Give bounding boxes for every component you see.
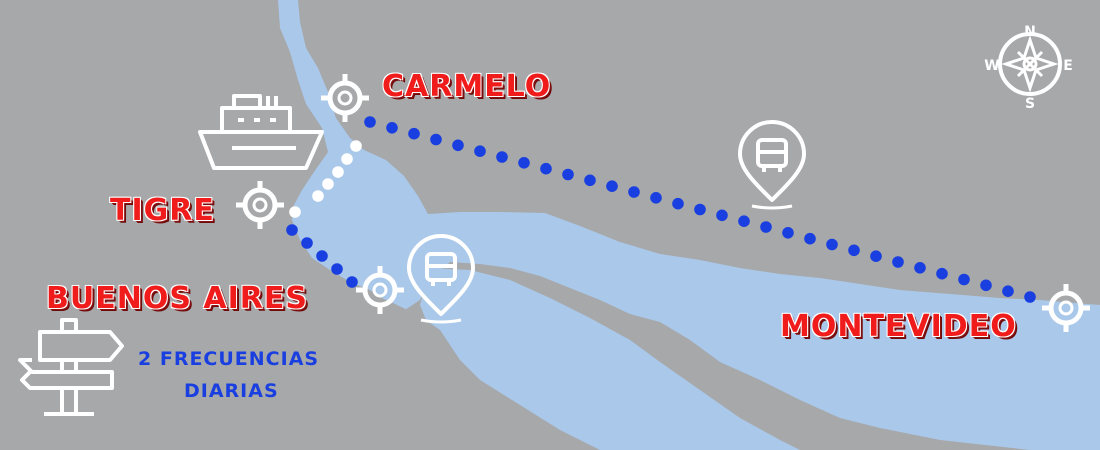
compass-rose-icon — [998, 32, 1062, 96]
bus-route-dot — [1002, 285, 1014, 298]
land-south-coast — [0, 250, 560, 450]
bus-route-dot — [738, 215, 750, 227]
river-water — [278, 0, 1100, 450]
location-target-icon — [321, 74, 369, 122]
bus-location-icon — [407, 234, 475, 324]
ferry-route-dot — [332, 166, 344, 178]
bus-route-dot — [826, 238, 838, 251]
frequency-line-2: DIARIAS — [184, 380, 279, 402]
bus-route-dot — [286, 224, 298, 236]
bus-route-tigre-buenos-aires — [286, 224, 358, 288]
ferry-route-dot — [322, 178, 334, 190]
bus-route-dot — [518, 157, 530, 169]
location-target-icon — [1042, 284, 1090, 332]
ferry-route-dot — [341, 153, 353, 165]
bus-route-dot — [848, 244, 860, 257]
bus-route-dot — [452, 139, 464, 152]
bus-route-dot — [694, 203, 706, 216]
bus-route-dot — [760, 221, 772, 233]
bus-route-dot — [364, 116, 376, 128]
bus-route-dot — [628, 186, 640, 198]
bus-route-dot — [650, 192, 662, 204]
ferry-icon — [198, 94, 324, 170]
compass-east: E — [1063, 58, 1073, 74]
bus-route-dot — [386, 122, 398, 134]
bus-route-dot — [331, 263, 343, 275]
bus-route-dot — [584, 174, 596, 187]
bus-location-icon — [738, 120, 806, 210]
bus-route-dot — [980, 279, 992, 292]
bus-route-dot — [606, 180, 618, 192]
signpost-icon — [18, 318, 124, 416]
bus-route-dot — [892, 256, 904, 268]
river-estuary-lower — [420, 268, 800, 450]
ferry-route-dot — [312, 190, 324, 202]
city-label-buenos-aires: BUENOS AIRES — [46, 281, 308, 316]
bus-route-dot — [672, 197, 684, 210]
bus-route-dot — [346, 276, 358, 288]
compass-labels: N E S W — [984, 24, 1073, 112]
bus-route-dot — [716, 209, 728, 222]
ferry-route-dot — [350, 140, 362, 152]
bus-route-dot — [782, 227, 794, 239]
bus-route-dot — [408, 127, 420, 140]
ferry-route-dot — [289, 206, 301, 218]
bus-route-dot — [474, 145, 486, 157]
bus-route-dot — [301, 237, 313, 249]
frequency-line-1: 2 FRECUENCIAS — [138, 348, 320, 370]
bus-route-dot — [958, 273, 970, 286]
compass-north: N — [1024, 24, 1036, 40]
bus-route-dot — [496, 151, 508, 163]
bus-route-carmelo-montevideo — [364, 116, 1036, 303]
city-label-tigre: TIGRE — [110, 193, 215, 228]
location-target-icon — [356, 266, 404, 314]
compass-west: W — [984, 58, 999, 74]
bus-route-dot — [1024, 291, 1036, 303]
bus-route-dot — [936, 267, 948, 280]
bus-route-dot — [914, 262, 926, 274]
bus-route-dot — [316, 250, 328, 262]
city-label-carmelo: CARMELO — [382, 69, 552, 104]
ferry-route-tigre-carmelo — [289, 140, 362, 218]
bus-route-dot — [562, 168, 574, 181]
bus-route-dot — [804, 232, 816, 245]
location-target-icon — [236, 181, 284, 229]
bus-route-dot — [540, 162, 552, 175]
bus-route-dot — [870, 250, 882, 262]
compass-south: S — [1025, 96, 1035, 112]
city-label-montevideo: MONTEVIDEO — [780, 309, 1017, 344]
bus-route-dot — [430, 133, 442, 146]
